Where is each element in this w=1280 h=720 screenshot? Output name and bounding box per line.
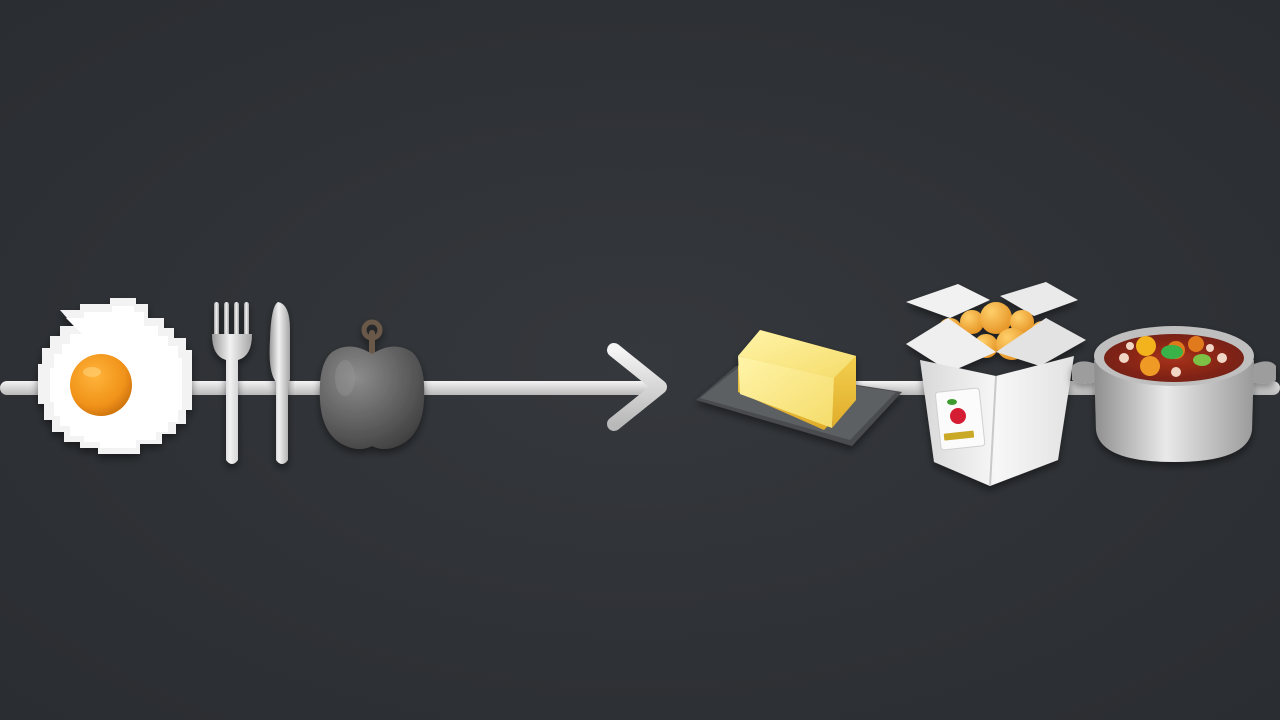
- fork-icon: [212, 302, 252, 464]
- butter-icon: [696, 330, 902, 446]
- right-arrow-icon: [607, 343, 667, 431]
- stew-pot-icon: [1072, 326, 1276, 462]
- knife-icon: [269, 302, 290, 464]
- fried-egg-icon: [38, 298, 192, 454]
- takeout-box-icon: [906, 282, 1086, 487]
- gray-apple-icon: [319, 319, 425, 449]
